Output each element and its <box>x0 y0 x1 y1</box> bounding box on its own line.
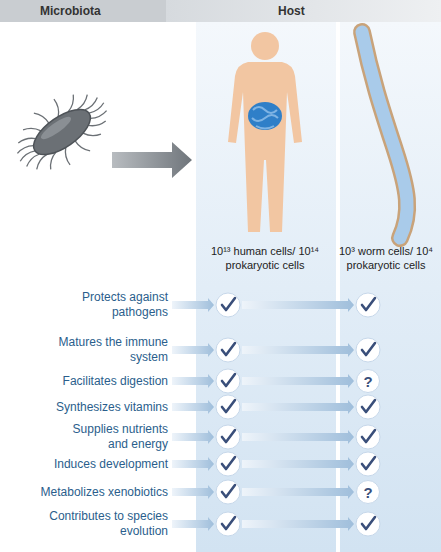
row-label: Facilitates digestion <box>18 374 168 389</box>
intestine-folds <box>252 107 278 129</box>
human-head <box>251 32 279 60</box>
row-label: Metabolizes xenobiotics <box>18 485 168 500</box>
row-label: Matures the immune system <box>50 335 168 365</box>
intestine <box>248 102 282 130</box>
human-body <box>228 62 302 232</box>
question-mark: ? <box>363 373 372 390</box>
worm-body <box>362 32 407 238</box>
cell-count: 10³ worm cells/ 10⁴ prokaryotic cells <box>334 244 438 272</box>
row-arrows <box>172 298 354 531</box>
row-label: Contributes to species evolution <box>36 509 168 539</box>
header-text: Host <box>278 4 305 18</box>
question-mark: ? <box>363 484 372 501</box>
worm-outline <box>362 32 407 238</box>
header-band: Microbiota <box>0 0 166 22</box>
row-label: Synthesizes vitamins <box>18 400 168 415</box>
flagella <box>17 95 106 170</box>
question-circle: ? <box>356 369 380 393</box>
row-label: Protects against pathogens <box>68 290 168 320</box>
transfer-arrow <box>112 142 192 178</box>
cell-count: 10¹³ human cells/ 10¹⁴ prokaryotic cells <box>199 244 331 272</box>
header-text: Microbiota <box>40 4 101 18</box>
row-label: Induces development <box>18 457 168 472</box>
checkmarks <box>216 293 380 536</box>
header-band: Host <box>166 0 441 22</box>
row-label: Supplies nutrients and energy <box>60 422 168 452</box>
question-circle: ? <box>356 480 380 504</box>
human-column <box>196 22 336 552</box>
bacterium <box>26 101 97 163</box>
bacterium-shine <box>38 114 73 143</box>
worm-column <box>340 22 441 552</box>
